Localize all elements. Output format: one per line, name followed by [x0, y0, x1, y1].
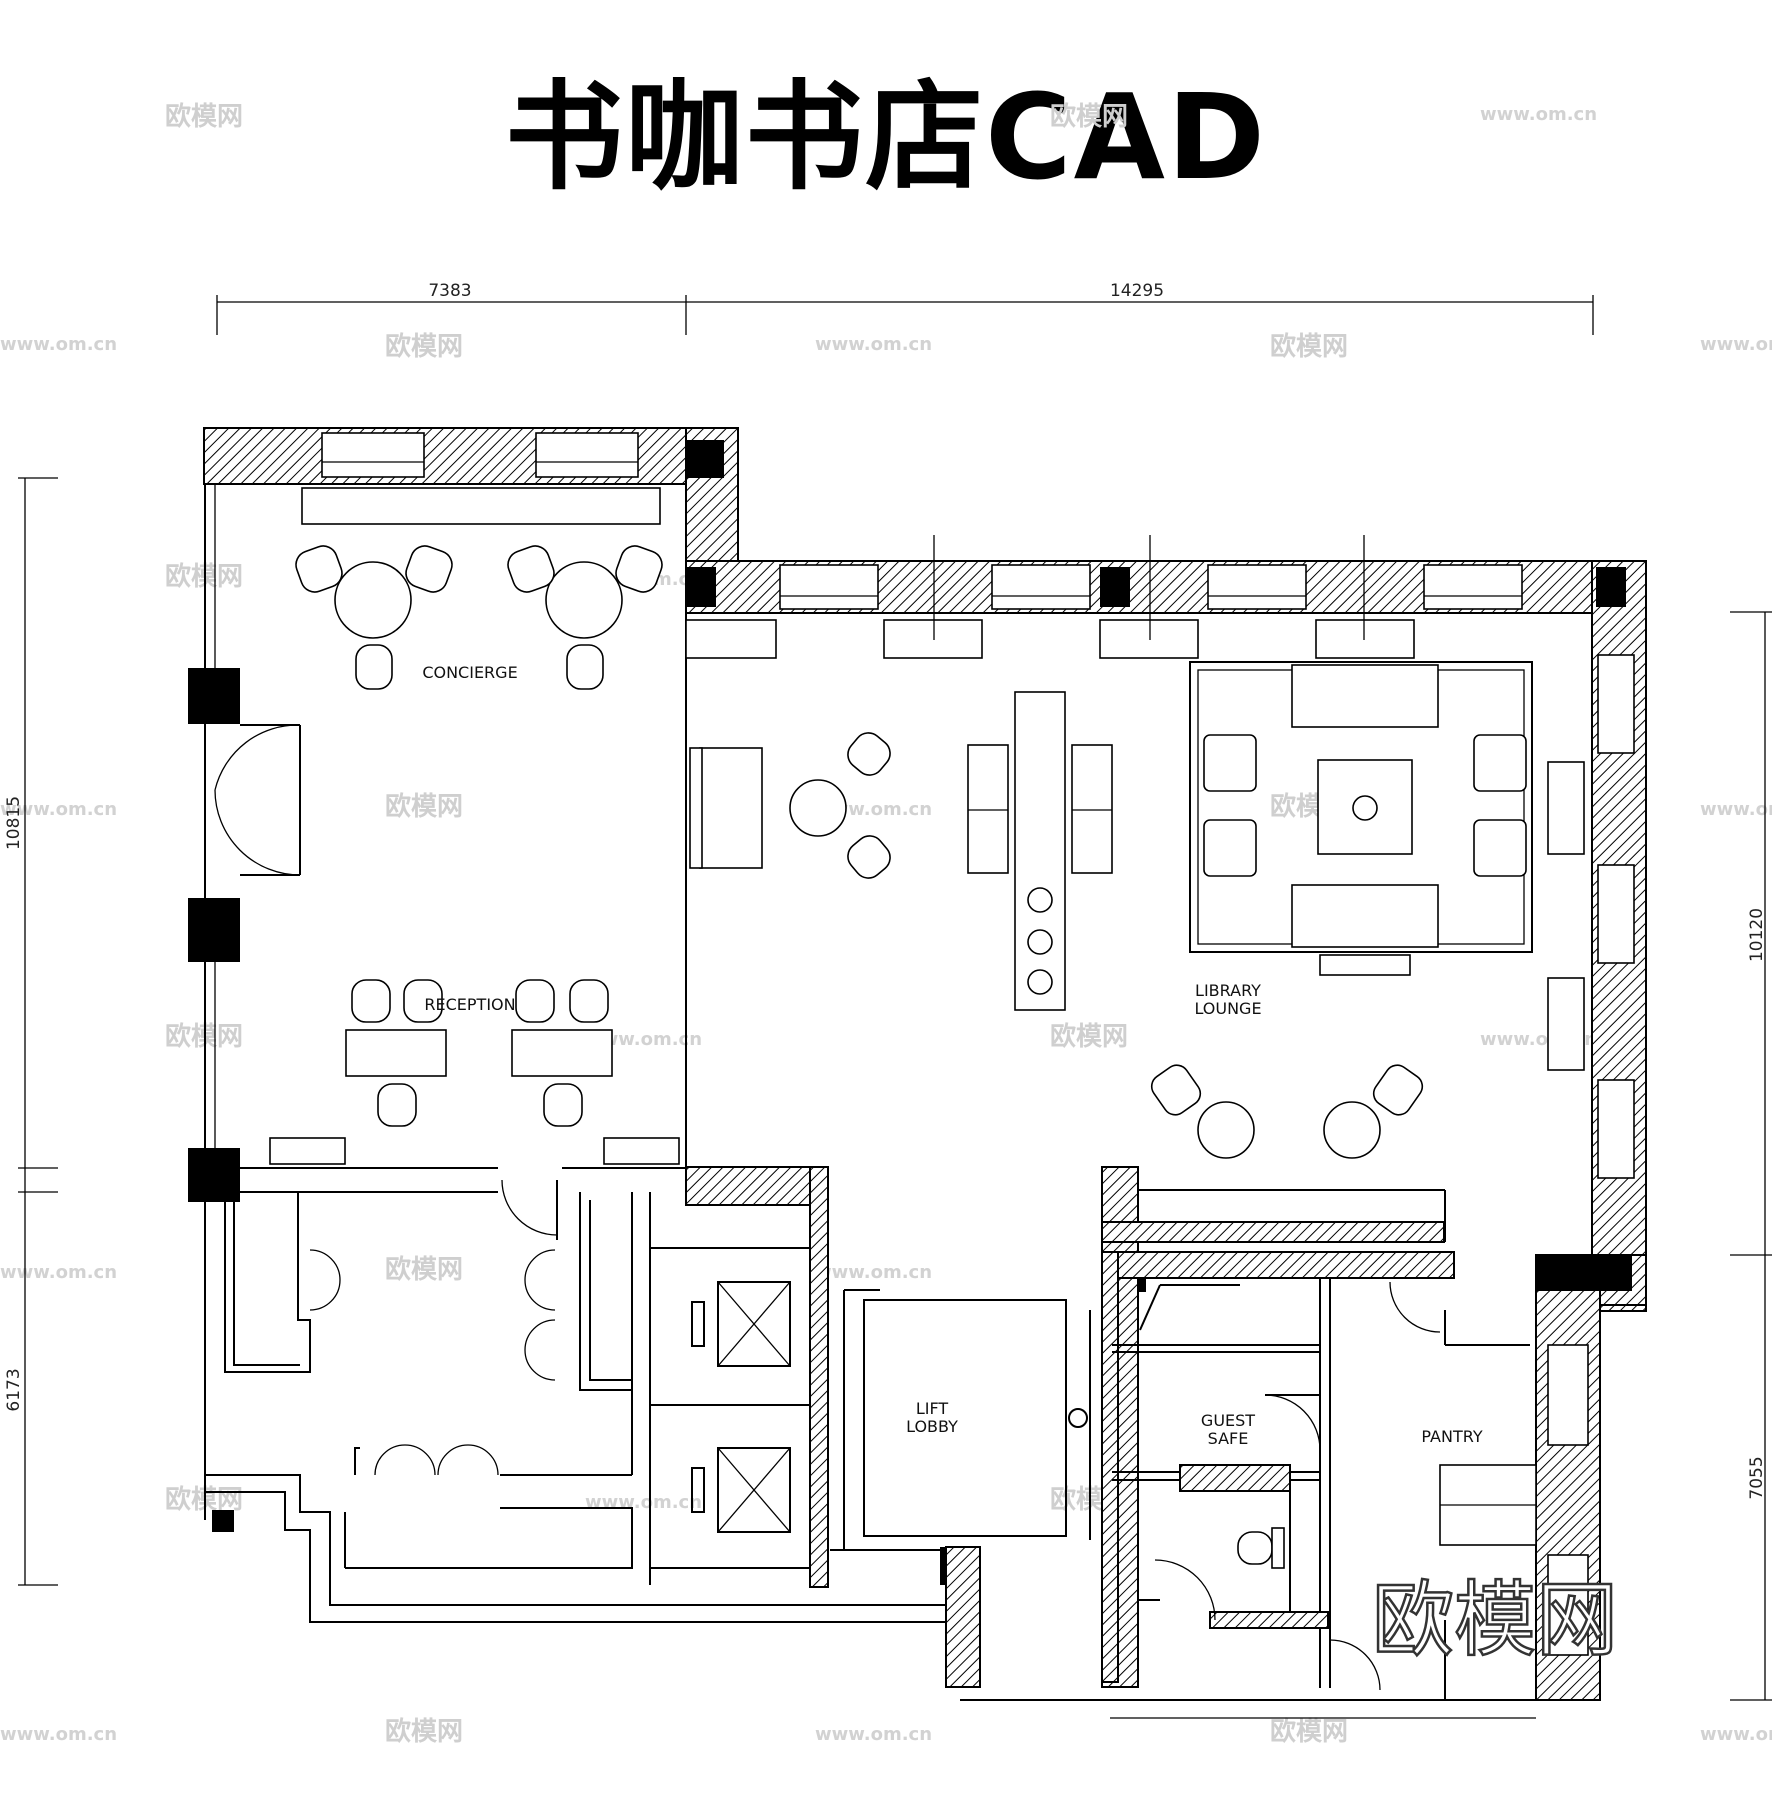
- svg-text:www.om.cn: www.om.cn: [815, 1724, 932, 1745]
- label-lift-lobby-1: LIFT: [916, 1399, 949, 1418]
- svg-text:www.om.cn: www.om.cn: [1700, 334, 1772, 355]
- svg-text:www.om.cn: www.om.cn: [0, 334, 117, 355]
- svg-text:www.om.cn: www.om.cn: [585, 1492, 702, 1513]
- svg-text:www.om.cn: www.om.cn: [0, 1724, 117, 1745]
- label-pantry: PANTRY: [1421, 1427, 1482, 1446]
- svg-text:www.om.cn: www.om.cn: [815, 334, 932, 355]
- dim-top-left: 7383: [428, 281, 471, 301]
- exterior-walls: [203, 427, 1647, 1719]
- dim-right-lower: 7055: [1747, 1456, 1767, 1499]
- dim-right-upper: 10120: [1747, 908, 1767, 962]
- label-library-lounge-2: LOUNGE: [1194, 999, 1261, 1018]
- label-library-lounge-1: LIBRARY: [1195, 981, 1261, 1000]
- svg-text:欧模网: 欧模网: [385, 791, 463, 822]
- svg-text:www.om.cn: www.om.cn: [1700, 799, 1772, 820]
- doors: [214, 724, 1441, 1691]
- label-concierge: CONCIERGE: [422, 663, 517, 682]
- svg-text:www.om.cn: www.om.cn: [815, 1262, 932, 1283]
- svg-text:欧模网: 欧模网: [385, 331, 463, 362]
- svg-text:www.om.cn: www.om.cn: [1480, 104, 1597, 125]
- svg-text:www.om.cn: www.om.cn: [585, 1029, 702, 1050]
- reception-furniture: [269, 979, 680, 1165]
- label-reception: RECEPTION: [424, 995, 515, 1014]
- label-lift-lobby-2: LOBBY: [906, 1417, 958, 1436]
- label-guest-safe-1: GUEST: [1201, 1411, 1255, 1430]
- svg-text:欧模网: 欧模网: [1270, 331, 1348, 362]
- dim-left-lower: 6173: [4, 1368, 24, 1411]
- label-guest-safe-2: SAFE: [1208, 1429, 1249, 1448]
- dimension-lines: 7383 14295 10815 6173 10120 7055: [4, 281, 1772, 1701]
- brand-watermark: 欧模网: [1372, 1573, 1618, 1668]
- interior-walls: [205, 613, 1537, 1700]
- dim-top-right: 14295: [1110, 281, 1164, 301]
- dim-left-upper: 10815: [4, 796, 24, 850]
- svg-text:欧模网: 欧模网: [1050, 101, 1128, 132]
- svg-text:欧模网: 欧模网: [165, 101, 243, 132]
- concierge-furniture: [295, 487, 663, 690]
- svg-text:欧模网: 欧模网: [1050, 1021, 1128, 1052]
- drawing-title: 书咖书店CAD: [505, 68, 1267, 206]
- lounge-furniture: [685, 535, 1585, 1159]
- svg-text:欧模网: 欧模网: [1270, 1716, 1348, 1747]
- svg-text:www.om.cn: www.om.cn: [0, 799, 117, 820]
- svg-text:欧模网: 欧模网: [385, 1254, 463, 1285]
- svg-text:www.om.cn: www.om.cn: [0, 1262, 117, 1283]
- svg-text:欧模网: 欧模网: [385, 1716, 463, 1747]
- room-labels: CONCIERGE RECEPTION LIBRARY LOUNGE LIFT …: [422, 663, 1482, 1448]
- svg-text:www.om.cn: www.om.cn: [1700, 1724, 1772, 1745]
